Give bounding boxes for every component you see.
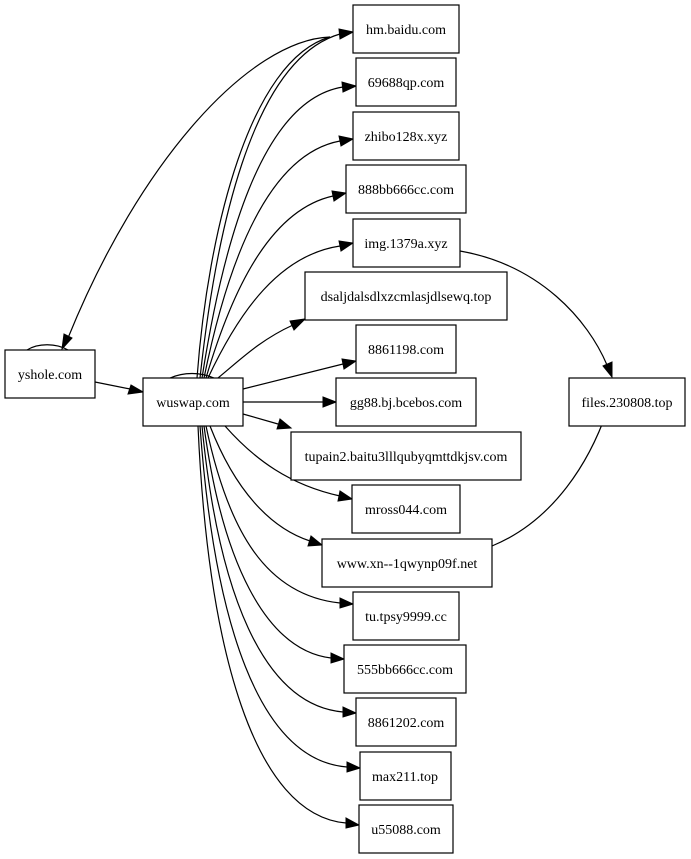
node-label: 8861198.com: [368, 343, 444, 358]
node-mross044[interactable]: mross044.com: [351, 484, 461, 534]
edge-wuswap-qp69688: [201, 81, 358, 379]
edge-wuswap-gg88: [243, 396, 338, 408]
node-max211[interactable]: max211.top: [359, 751, 452, 801]
node-label: 8861202.com: [368, 716, 445, 731]
edge-wuswap-bb555: [203, 425, 346, 664]
node-label: 555bb666cc.com: [357, 663, 453, 678]
node-label: files.230808.top: [582, 396, 673, 411]
node-dsaljdalsdlxzcmlasjdlsewq[interactable]: dsaljdalsdlxzcmlasjdlsewq.top: [304, 271, 508, 321]
node-u55088[interactable]: u55088.com: [358, 804, 454, 854]
edge-wuswap-xn: [209, 425, 324, 547]
edge-wuswap-bb888: [205, 190, 348, 379]
node-label: 888bb666cc.com: [358, 183, 454, 198]
node-gg88-bcebos[interactable]: gg88.bj.bcebos.com: [335, 377, 477, 427]
edge-wuswap-tupain: [242, 413, 293, 430]
node-label: u55088.com: [371, 823, 441, 838]
node-tupain2-baitu[interactable]: tupain2.baitu3lllqubyqmttdkjsv.com: [290, 431, 522, 481]
node-label: gg88.bj.bcebos.com: [350, 396, 462, 411]
node-hm-baidu[interactable]: hm.baidu.com: [352, 4, 460, 54]
node-888bb666cc[interactable]: 888bb666cc.com: [345, 164, 467, 214]
graph-edges: [26, 28, 613, 829]
node-label: tupain2.baitu3lllqubyqmttdkjsv.com: [305, 450, 508, 465]
edge-wuswap-max211: [199, 425, 362, 773]
node-label: img.1379a.xyz: [364, 237, 447, 252]
node-label: zhibo128x.xyz: [365, 130, 448, 145]
edge-wuswap-dsal: [217, 318, 307, 379]
edge-yshole-yshole: [26, 344, 69, 351]
edge-wuswap-img: [207, 240, 355, 379]
node-label: mross044.com: [365, 503, 447, 518]
node-xn-1qwynp09f[interactable]: www.xn--1qwynp09f.net: [321, 538, 493, 588]
node-img-1379a[interactable]: img.1379a.xyz: [352, 218, 461, 268]
node-label: hm.baidu.com: [366, 23, 446, 38]
node-8861202[interactable]: 8861202.com: [355, 697, 457, 747]
edge-wuswap-zhibo: [203, 135, 355, 379]
node-555bb666cc[interactable]: 555bb666cc.com: [343, 644, 467, 694]
edge-wuswap-u55088: [197, 425, 361, 829]
node-label: dsaljdalsdlxzcmlasjdlsewq.top: [321, 290, 492, 305]
edge-wuswap-n8861202: [201, 425, 358, 718]
node-8861198[interactable]: 8861198.com: [355, 324, 457, 374]
node-label: wuswap.com: [156, 396, 230, 411]
edge-wuswap-hm: [199, 28, 355, 379]
edge-wuswap-n8861198: [242, 358, 358, 390]
node-files-230808[interactable]: files.230808.top: [568, 377, 686, 427]
node-yshole[interactable]: yshole.com: [4, 349, 96, 399]
node-label: max211.top: [372, 770, 438, 785]
node-label: tu.tpsy9999.cc: [365, 610, 447, 625]
node-wuswap[interactable]: wuswap.com: [142, 377, 244, 427]
node-label: 69688qp.com: [368, 76, 445, 91]
edge-wuswap-wuswap: [169, 372, 215, 379]
edge-img-files: [459, 250, 613, 379]
node-zhibo128x[interactable]: zhibo128x.xyz: [352, 111, 460, 161]
node-tpsy9999[interactable]: tu.tpsy9999.cc: [352, 591, 460, 641]
edge-yshole-wuswap: [94, 381, 145, 395]
graph-nodes: yshole.com wuswap.com hm.baidu.com 69688…: [4, 4, 686, 854]
node-label: www.xn--1qwynp09f.net: [337, 557, 478, 572]
edge-wuswap-tpsy: [205, 425, 355, 609]
edge-wuswap-mross: [224, 425, 354, 502]
node-69688qp[interactable]: 69688qp.com: [355, 57, 457, 107]
node-label: yshole.com: [18, 368, 82, 383]
